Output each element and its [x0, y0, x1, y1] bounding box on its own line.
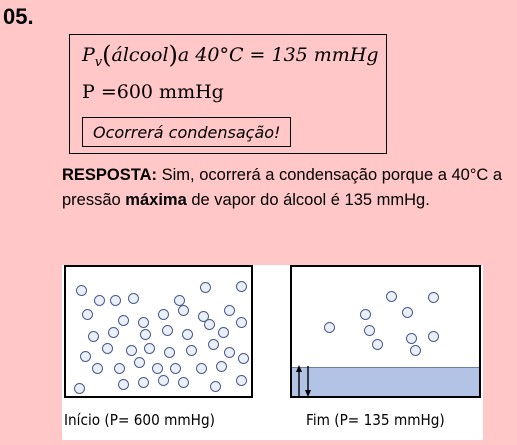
substance-name: álcool — [111, 44, 169, 66]
vapor-molecule — [224, 347, 235, 358]
vapor-molecule — [196, 363, 207, 374]
vapor-molecule — [126, 345, 137, 356]
vapor-molecule — [200, 282, 211, 293]
vapor-molecule — [158, 375, 169, 386]
initial-caption: Início (P= 600 mmHg) — [64, 411, 215, 429]
vapor-molecule — [138, 317, 149, 328]
vapor-molecule — [182, 329, 193, 340]
formula-line-vapor-pressure: Pv(álcool)a 40°C = 135 mmHg — [82, 41, 379, 70]
vapor-molecule — [208, 339, 219, 350]
up-down-arrows-icon — [296, 365, 311, 397]
vapor-molecule — [178, 305, 189, 316]
vapor-molecule — [224, 305, 235, 316]
final-state-panel — [290, 265, 481, 398]
vapor-molecule — [216, 361, 227, 372]
answer-label: RESPOSTA: — [62, 166, 158, 184]
vapor-molecule — [210, 381, 221, 392]
vapor-molecule — [152, 363, 163, 374]
vapor-molecule — [114, 363, 125, 374]
vapor-pressure-value: a 40°C = 135 mmHg — [177, 44, 379, 66]
vapor-molecule — [410, 345, 421, 356]
vapor-molecule — [80, 351, 91, 362]
vapor-molecule — [170, 363, 181, 374]
vapor-molecule — [92, 363, 103, 374]
vapor-molecule — [204, 319, 215, 330]
vapor-molecule — [108, 327, 119, 338]
vapor-molecule — [102, 343, 113, 354]
final-caption: Fim (P= 135 mmHg) — [306, 411, 445, 429]
vapor-molecule — [164, 347, 175, 358]
answer-paragraph: RESPOSTA: Sim, ocorrerá a condensação po… — [62, 163, 507, 213]
condensation-figure: Início (P= 600 mmHg) Fim (P= 135 mmHg) — [62, 265, 483, 440]
vapor-molecule — [236, 375, 247, 386]
vapor-molecule — [178, 377, 189, 388]
vapor-molecule — [218, 327, 229, 338]
vapor-molecule — [144, 343, 155, 354]
vapor-molecule — [110, 295, 121, 306]
vapor-molecule — [236, 281, 247, 292]
vapor-molecule — [162, 325, 173, 336]
formula-line-pressure: P =600 mmHg — [82, 81, 224, 103]
vapor-molecule — [406, 333, 417, 344]
pressure-subscript: v — [94, 55, 103, 70]
vapor-molecule — [128, 293, 139, 304]
vapor-molecule — [402, 307, 413, 318]
vapor-molecule — [82, 309, 93, 320]
vapor-molecule — [198, 311, 209, 322]
vapor-molecule — [140, 329, 151, 340]
vapor-molecule — [238, 353, 249, 364]
vapor-molecule — [138, 377, 149, 388]
question-number: 05. — [3, 4, 34, 29]
vapor-molecule — [76, 285, 87, 296]
vapor-molecule — [428, 331, 439, 342]
answer-text-part1: Sim, ocorrerá a condensação porque a 40°… — [62, 166, 503, 209]
vapor-molecule — [364, 325, 375, 336]
vapor-molecule — [118, 315, 129, 326]
pressure-symbol: P — [82, 44, 95, 66]
vapor-molecule — [428, 292, 439, 303]
answer-text-part2: de vapor do álcool é 135 mmHg. — [186, 191, 430, 209]
vapor-molecule — [386, 291, 397, 302]
vapor-molecule — [94, 295, 105, 306]
formula-box: Pv(álcool)a 40°C = 135 mmHg P =600 mmHg … — [69, 34, 387, 154]
vapor-molecule — [236, 317, 247, 328]
vapor-molecule — [324, 322, 335, 333]
condensed-liquid — [292, 365, 479, 397]
conclusion-box: Ocorrerá condensação! — [82, 117, 292, 147]
vapor-molecule — [360, 309, 371, 320]
vapor-molecule — [118, 379, 129, 390]
vapor-molecule — [134, 357, 145, 368]
vapor-molecule — [186, 345, 197, 356]
vapor-molecule — [74, 383, 85, 394]
vapor-molecule — [372, 339, 383, 350]
vapor-molecule — [158, 309, 169, 320]
initial-state-panel — [64, 265, 253, 398]
vapor-molecule — [88, 331, 99, 342]
answer-bold-word: máxima — [125, 191, 187, 209]
